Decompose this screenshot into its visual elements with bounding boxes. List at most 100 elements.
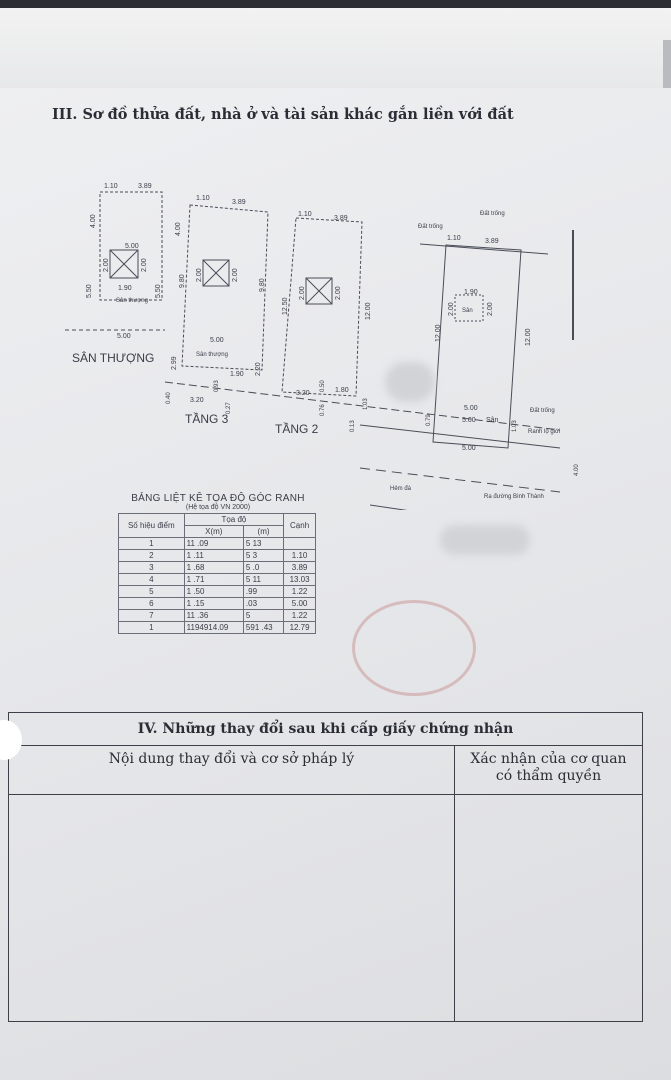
area-label: Sân	[486, 417, 499, 424]
cell-e: 5.00	[283, 597, 316, 610]
dim-label: 1.90	[230, 371, 244, 378]
cell-p: 4	[118, 573, 185, 586]
cell-y: 5 3	[242, 549, 285, 562]
dim-label: 9.80	[179, 274, 186, 288]
header-edge: Cạnh	[283, 513, 316, 538]
dim-label: 5.00	[462, 417, 476, 424]
section-4-table: IV. Những thay đổi sau khi cấp giấy chứn…	[8, 712, 643, 1022]
dim-label: 1.10	[104, 183, 118, 190]
cell-x: 1 .71	[183, 573, 244, 586]
dim-label: 5.50	[155, 284, 162, 298]
plan-floor-3: 1.10 3.89 4.00 2.00 2.00 9.80 9.80 5.00 …	[166, 195, 269, 426]
cell-e: 3.89	[283, 561, 316, 574]
dim-label: 1.10	[298, 211, 312, 218]
overlay-dot	[0, 720, 22, 760]
label-empty-land: Đất trống	[480, 211, 505, 217]
label-empty-land: Đất trống	[530, 408, 555, 414]
header-point: Số hiệu điểm	[118, 513, 185, 538]
cell-y: 591 .43	[242, 621, 285, 634]
dim-label: 2.00	[487, 302, 494, 316]
plan-label-floor-2: TẦNG 2	[275, 421, 319, 436]
label-boundary: Ranh lộ giới	[528, 429, 560, 435]
certificate-page	[0, 88, 671, 1080]
label-empty-land: Đất trống	[418, 224, 443, 230]
redaction-blur	[440, 525, 530, 555]
dim-label: 0.27	[226, 402, 232, 414]
dim-label: 1.10	[196, 195, 210, 202]
cell-x: 1194914.09	[183, 621, 244, 634]
dim-label: 3.20	[190, 397, 204, 404]
dim-label: 12.00	[435, 324, 442, 342]
cell-e: 1.22	[283, 609, 316, 622]
cell-y: 5	[242, 609, 285, 622]
dim-label: 1.03	[363, 398, 369, 410]
dim-label: 0.79	[426, 414, 432, 426]
cell-p: 1	[118, 537, 185, 550]
dim-label: 3.89	[485, 238, 499, 245]
cell-p: 6	[118, 597, 185, 610]
cell-e: 13.03	[283, 573, 316, 586]
header-coord: Tọa độ	[183, 513, 285, 526]
redaction-blur	[385, 362, 435, 402]
area-label: Sân thượng	[116, 298, 148, 304]
official-stamp	[352, 600, 476, 696]
land-plan-diagram: 1.10 3.89 4.00 5.00 2.00 2.00 1.90 5.50 …	[65, 183, 580, 510]
cell-x: 1 .68	[183, 561, 244, 574]
dim-label: 4.00	[90, 214, 97, 228]
coordinate-table-block: BẢNG LIỆT KÊ TỌA ĐỘ GÓC RANH (Hệ tọa độ …	[118, 493, 318, 634]
dim-label: 5.00	[464, 405, 478, 412]
column-header-confirmation: Xác nhận của cơ quan có thẩm quyền	[455, 746, 642, 794]
cell-e: 1.10	[283, 549, 316, 562]
cell-y: 5 11	[242, 573, 285, 586]
cell-y: .99	[242, 585, 285, 598]
dim-label: 2.00	[103, 258, 110, 272]
dim-label: 2.00	[232, 268, 239, 282]
dim-label: 2.00	[196, 268, 203, 282]
dim-label: 4.00	[175, 222, 182, 236]
area-label: Sân	[462, 308, 473, 314]
coordinate-table-title: BẢNG LIỆT KÊ TỌA ĐỘ GÓC RANH	[131, 493, 305, 504]
column-header-changes: Nội dung thay đổi và cơ sở pháp lý	[9, 746, 455, 794]
header-x: X(m)	[183, 525, 244, 538]
dim-label: 3.89	[232, 199, 246, 206]
coordinate-table-subtitle: (Hệ tọa độ VN 2000)	[185, 504, 251, 511]
dim-label: 1.80	[335, 387, 349, 394]
column-header-line: Xác nhận của cơ quan	[470, 751, 627, 767]
dim-label: 1.03	[512, 420, 518, 432]
cell-x: 1 .50	[183, 585, 244, 598]
dim-label: 12.00	[525, 328, 532, 346]
cell-x: 1 .15	[183, 597, 244, 610]
column-header-line: có thẩm quyền	[495, 768, 602, 784]
dim-label: 12.00	[365, 302, 372, 320]
dim-label: 5.50	[86, 284, 93, 298]
cell-x: 11 .36	[183, 609, 244, 622]
paper-underlay	[0, 8, 671, 98]
plan-label-rooftop: SÂN THƯỢNG	[72, 350, 154, 365]
dim-label: 1.10	[447, 235, 461, 242]
plan-ground: Đất trống Đất trống 1.10 3.89 1.90 2.00 …	[359, 211, 580, 510]
dim-label: 2.00	[299, 286, 306, 300]
plan-label-floor-3: TẦNG 3	[185, 411, 229, 426]
dim-label: 2.00	[141, 258, 148, 272]
area-label: Sân thượng	[196, 352, 228, 358]
dim-label: 3.20	[296, 390, 310, 397]
dim-label: 1.90	[464, 289, 478, 296]
section-4-title: IV. Những thay đổi sau khi cấp giấy chứn…	[9, 713, 642, 746]
dim-label: 4.00	[574, 464, 580, 476]
plan-floor-2: 1.10 3.89 2.00 2.00 12.50 12.00 0.50 0.7…	[275, 211, 372, 436]
dim-label: 1.90	[118, 285, 132, 292]
cell-x: 1 .11	[183, 549, 244, 562]
header-y: (m)	[242, 525, 285, 538]
dim-label: 3.89	[138, 183, 152, 190]
dim-label: 2.00	[335, 286, 342, 300]
dim-label: 2.20	[255, 362, 262, 376]
label-alley: Hẻm đá	[390, 486, 412, 492]
dim-label: 12.50	[282, 297, 289, 315]
cell-y: 5 .0	[242, 561, 285, 574]
